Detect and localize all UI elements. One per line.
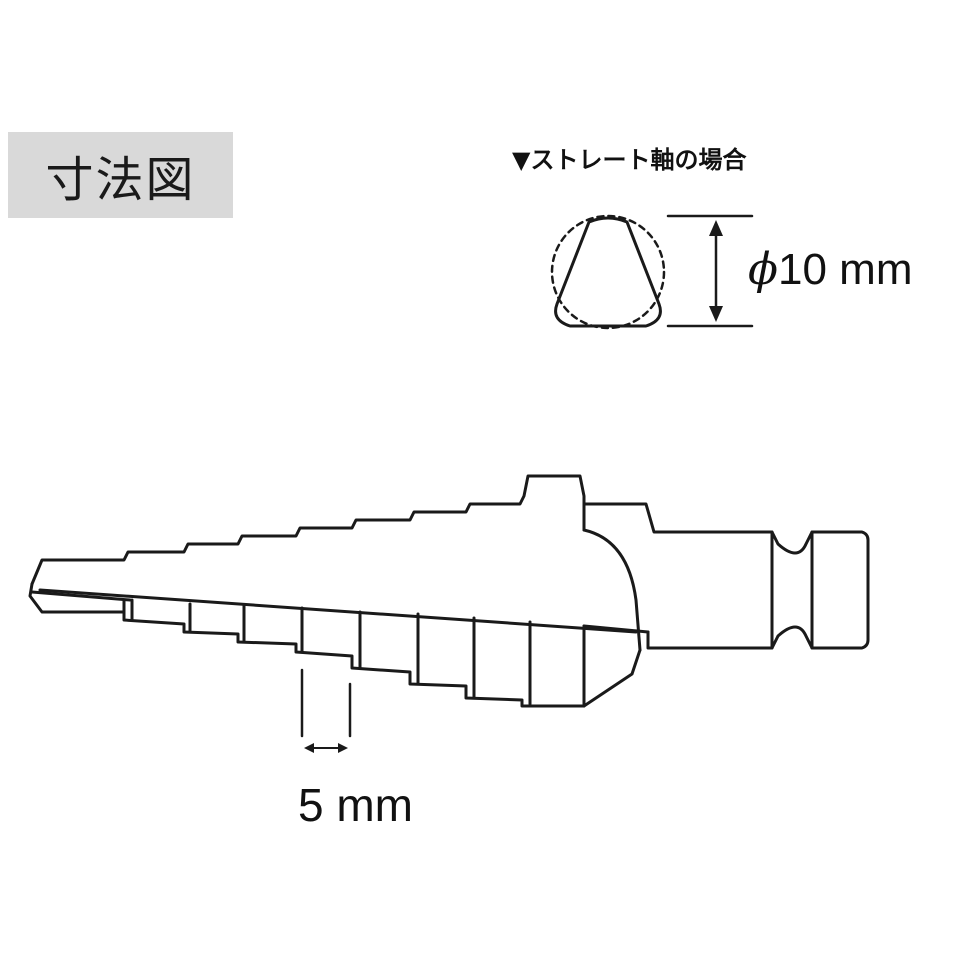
- step-dimension: [300, 668, 352, 753]
- drill-body-lower-edge: [582, 624, 650, 634]
- arrow-up-icon: [709, 220, 723, 236]
- drill-top-profile: [30, 474, 586, 586]
- diameter-value: 10 mm: [778, 245, 913, 294]
- page-title: 寸法図: [45, 152, 196, 208]
- diameter-label: ϕ10 mm: [748, 244, 912, 295]
- cutting-edge: [38, 588, 638, 634]
- arrow-right-icon: [338, 743, 348, 753]
- shank-circle-outline: [550, 214, 666, 330]
- shank-body: [582, 502, 870, 650]
- shank-note: ▼ストレート軸の場合: [512, 146, 747, 174]
- shank-cross-section: [550, 214, 666, 330]
- drill-body-bottom: [582, 648, 642, 708]
- arrow-left-icon: [304, 743, 314, 753]
- drill-tip: [28, 582, 126, 614]
- drill-bottom-profile: [122, 598, 586, 708]
- drill-body-curve: [582, 528, 642, 652]
- step-flute-lines: [130, 598, 532, 706]
- step-drill-bit: [28, 474, 870, 708]
- arrow-down-icon: [709, 306, 723, 322]
- step-label: 5 mm: [298, 779, 413, 831]
- phi-symbol: ϕ: [748, 244, 778, 295]
- title-box: 寸法図: [8, 132, 233, 218]
- diameter-dimension: [666, 214, 754, 328]
- shank-triangle-profile: [554, 216, 662, 328]
- drill-tip-edge: [30, 590, 132, 602]
